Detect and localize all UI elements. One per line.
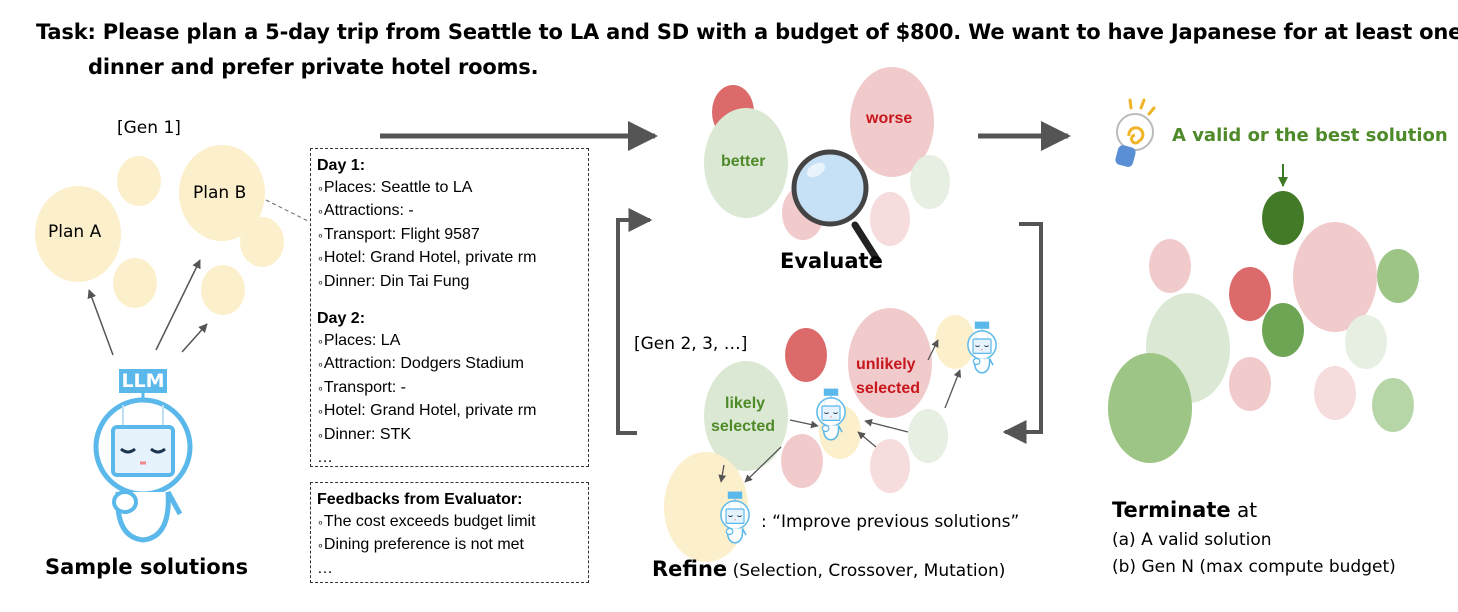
- arrow: [181, 323, 208, 353]
- gen1-solutions: [35, 145, 311, 540]
- evaluate-cluster: [704, 67, 950, 262]
- plan-a-circle: [35, 186, 121, 282]
- terminate-caption: Terminate at: [1112, 498, 1257, 522]
- robot-note: : “Improve previous solutions”: [761, 512, 1020, 532]
- plan-item: Places: LA: [317, 330, 582, 354]
- better-circle: [704, 108, 788, 218]
- refine-cluster: [664, 308, 997, 562]
- solution-circle: [1229, 267, 1271, 321]
- solution-circle: [781, 434, 823, 488]
- terminate-caption-bold: Terminate: [1112, 498, 1231, 522]
- terminate-condition-b: (b) Gen N (max compute budget): [1112, 557, 1396, 577]
- solution-circle: [1149, 239, 1191, 293]
- arrow: [857, 431, 877, 448]
- arrow: [789, 419, 819, 429]
- likely-label-2: selected: [711, 418, 776, 435]
- best-solution-circle: [1262, 191, 1304, 245]
- arrow: [155, 259, 201, 351]
- plan-item: Transport: -: [317, 377, 582, 401]
- gen2-label: [Gen 2, 3, …]: [634, 334, 748, 354]
- refine-caption-rest: (Selection, Crossover, Mutation): [727, 561, 1006, 581]
- solution-circle: [870, 192, 910, 246]
- worse-circle: [850, 67, 934, 177]
- plan-item: Dinner: Din Tai Fung: [317, 271, 582, 295]
- terminate-condition-a: (a) A valid solution: [1112, 530, 1272, 550]
- final-population: [1108, 98, 1419, 463]
- day-title: Day 2:: [317, 310, 366, 327]
- arrow: [927, 339, 939, 361]
- refine-caption: Refine (Selection, Crossover, Mutation): [652, 557, 1005, 581]
- better-label: better: [721, 153, 766, 170]
- ellipsis: …: [317, 559, 333, 577]
- likely-label: likely: [725, 395, 766, 412]
- solution-circle: [910, 155, 950, 209]
- solution-circle: [240, 217, 284, 267]
- solution-circle: [1314, 366, 1356, 420]
- solution-circle: [1229, 357, 1271, 411]
- plan-item: Attractions: -: [317, 200, 582, 224]
- unlikely-label-2: selected: [856, 380, 921, 397]
- feedback-item: The cost exceeds budget limit: [317, 511, 582, 535]
- arrow: [87, 289, 114, 356]
- ellipsis: …: [317, 449, 333, 466]
- arrow: [944, 369, 962, 409]
- solution-circle: [201, 265, 245, 315]
- refine-caption-bold: Refine: [652, 557, 728, 581]
- solution-circle: [113, 258, 157, 308]
- dashed-connector: [265, 199, 311, 223]
- best-solution-label: A valid or the best solution: [1172, 125, 1448, 146]
- solution-circle: [117, 156, 161, 206]
- lightbulb-icon: [1115, 98, 1156, 167]
- gen1-label: [Gen 1]: [117, 118, 181, 138]
- llm-label: LLM: [121, 370, 165, 392]
- plan-b-circle: [179, 145, 265, 241]
- magnifier-icon: [791, 149, 880, 262]
- solution-circle: [935, 315, 975, 369]
- solution-circle: [1372, 378, 1414, 432]
- solution-circle: [1293, 222, 1377, 332]
- likely-selected-circle: [704, 361, 788, 471]
- unlikely-label: unlikely: [856, 356, 916, 373]
- arrow: [864, 418, 909, 433]
- plan-item: Dinner: STK: [317, 424, 582, 448]
- loop-bracket-right: [1002, 222, 1043, 444]
- plan-a-label: Plan A: [48, 222, 102, 242]
- solution-circle: [785, 328, 827, 382]
- solution-circle: [870, 439, 910, 493]
- feedback-box: Feedbacks from Evaluator: The cost excee…: [310, 482, 589, 583]
- solution-circle: [1262, 303, 1304, 357]
- plan-item: Places: Seattle to LA: [317, 177, 582, 201]
- plan-item: Transport: Flight 9587: [317, 224, 582, 248]
- task-line-1: Task: Please plan a 5-day trip from Seat…: [36, 20, 1458, 44]
- loop-bracket-left: [616, 208, 653, 435]
- plan-item: Attraction: Dodgers Stadium: [317, 353, 582, 377]
- sample-solutions-caption: Sample solutions: [45, 555, 249, 579]
- evaluate-caption: Evaluate: [780, 249, 883, 273]
- solution-circle: [1108, 353, 1192, 463]
- terminate-caption-rest: at: [1230, 498, 1258, 522]
- solution-circle: [1345, 315, 1387, 369]
- plan-item: Hotel: Grand Hotel, private rm: [317, 247, 582, 271]
- solution-circle: [908, 409, 948, 463]
- task-line-2: dinner and prefer private hotel rooms.: [88, 55, 539, 79]
- feedback-title: Feedbacks from Evaluator:: [317, 491, 523, 508]
- worse-label: worse: [866, 110, 913, 127]
- plan-b-label: Plan B: [193, 183, 247, 203]
- day-title: Day 1:: [317, 157, 366, 174]
- plan-item: Hotel: Grand Hotel, private rm: [317, 400, 582, 424]
- llm-robot-icon: [96, 369, 190, 540]
- plan-details-box: Day 1: Places: Seattle to LA Attractions…: [310, 148, 589, 467]
- arrow: [718, 464, 727, 483]
- solution-circle: [1377, 249, 1419, 303]
- arrow: [744, 446, 782, 483]
- feedback-item: Dining preference is not met: [317, 534, 582, 558]
- unlikely-selected-circle: [848, 308, 932, 418]
